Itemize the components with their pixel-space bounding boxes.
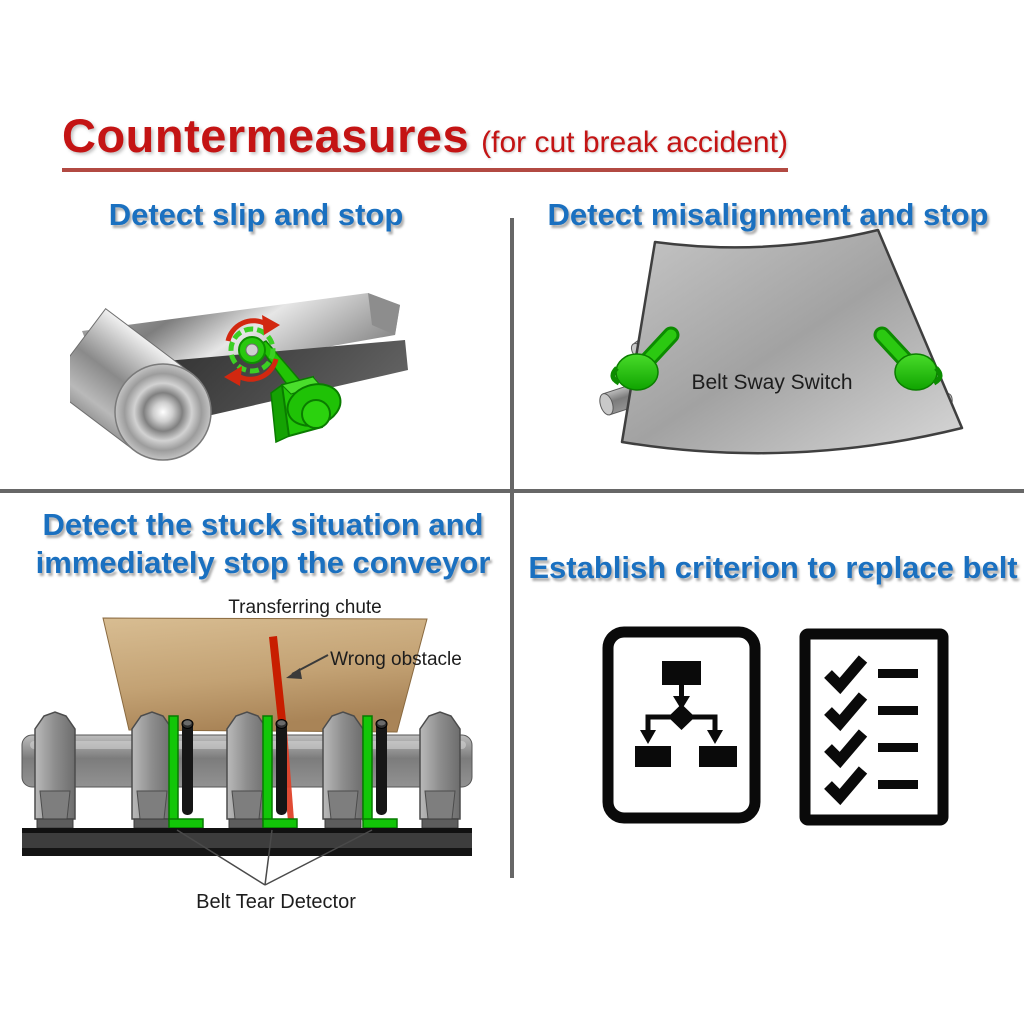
sway-switch-left (610, 326, 680, 391)
wrong-obstacle-stick (269, 636, 287, 731)
belt-sway-switch-illustration: Belt Sway Switch (599, 228, 964, 455)
sensor-wheel (228, 326, 276, 374)
belt-sway-switch-label: Belt Sway Switch (691, 371, 852, 394)
roller-support (34, 711, 76, 829)
belt-tear-detector-illustration: Transferring chute Wrong obstacle Belt T… (21, 597, 473, 913)
vertical-divider (510, 218, 514, 878)
conveyor-roller (70, 307, 212, 461)
heading-detect-stuck-line1: Detect the stuck situation and (42, 507, 484, 542)
obstacle-pointer-arrow (286, 654, 329, 679)
detector-callout-lines (176, 829, 373, 886)
sensor-body (270, 375, 342, 444)
slip-sensor (224, 315, 342, 444)
roller-support (226, 711, 268, 829)
page-title: Countermeasures (for cut break accident) (62, 108, 788, 172)
wrong-obstacle-label: Wrong obstacle (330, 649, 462, 670)
roller-supports (34, 711, 461, 829)
sway-switch-right (873, 326, 943, 391)
roller-support (131, 711, 173, 829)
detector-rod (375, 719, 388, 815)
transferring-chute-label: Transferring chute (228, 597, 381, 618)
transferring-chute-shape (102, 617, 428, 733)
heading-establish-criterion: Establish criterion to replace belt (528, 550, 1018, 585)
page-title-suffix: (for cut break accident) (481, 126, 788, 159)
conveyor-base (22, 828, 472, 856)
belt-tear-detector-label: Belt Tear Detector (196, 891, 356, 913)
conveyor-slip-sensor-illustration (70, 293, 408, 461)
detector-rods (181, 719, 388, 815)
heading-detect-slip: Detect slip and stop (108, 197, 404, 232)
belt-tear-detectors (168, 715, 398, 829)
page-title-main: Countermeasures (62, 109, 470, 162)
replace-belt-icons (602, 626, 949, 826)
checklist-icon (799, 628, 949, 826)
rotation-arrows (224, 315, 280, 386)
tear-detector (168, 715, 204, 829)
detector-rod (275, 719, 288, 815)
belt-top-view (620, 228, 964, 455)
roller-support (322, 711, 364, 829)
flowchart-icon (602, 626, 761, 824)
detector-rod (181, 719, 194, 815)
roller-support (419, 711, 461, 829)
heading-detect-stuck: Detect the stuck situation and immediate… (0, 506, 526, 582)
heading-detect-stuck-line2: immediately stop the conveyor (35, 545, 491, 580)
heading-detect-misalignment: Detect misalignment and stop (547, 197, 989, 232)
